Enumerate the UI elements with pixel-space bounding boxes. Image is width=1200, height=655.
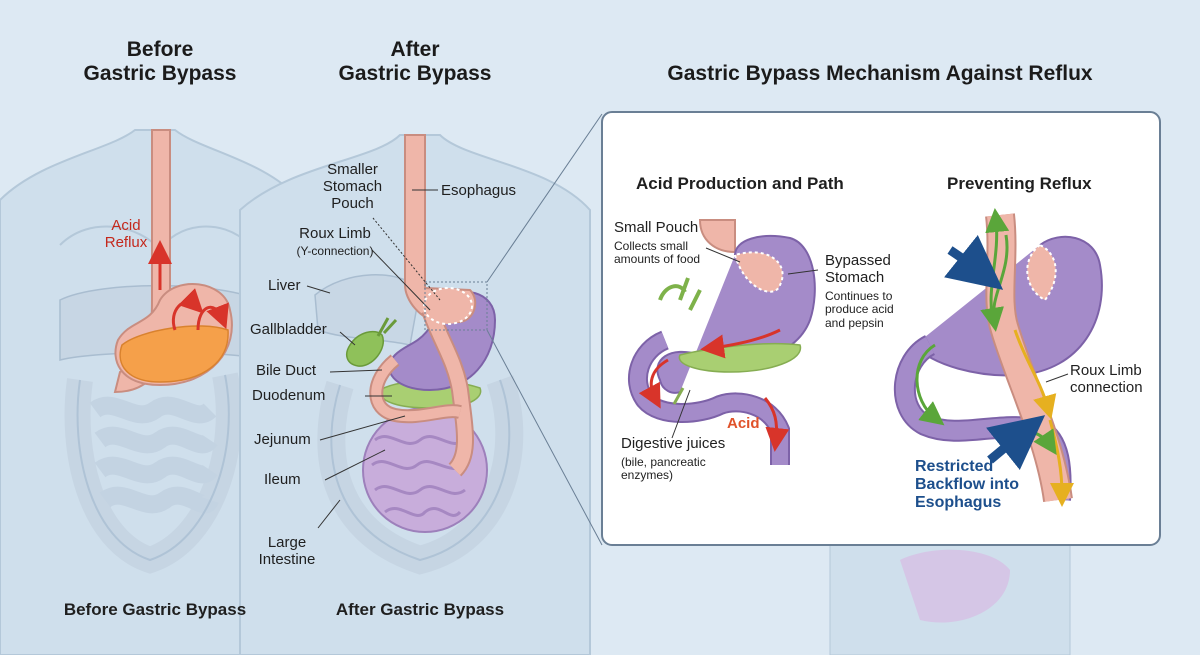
after-leader-lines: [306, 189, 441, 529]
liver-label: Liver: [268, 277, 301, 294]
roux-limb-label: Roux Limb: [299, 225, 371, 242]
digestive-juices-sub-label: (bile, pancreatic enzymes): [621, 455, 706, 483]
before-intestines: [64, 372, 242, 574]
bypassed-stomach-sub-label: Continues to produce acid and pepsin: [825, 289, 894, 330]
panel-right-illustration: [893, 208, 1103, 507]
restricted-backflow-label: Restricted Backflow into Esophagus: [915, 458, 1020, 511]
ileum-label: Ileum: [264, 471, 301, 488]
acid-reflux-label: Acid Reflux: [104, 217, 148, 251]
roux-limb-sub-label: (Y-connection): [296, 244, 374, 258]
after-large-intestine: [317, 375, 524, 575]
panel-left-illustration: [627, 219, 819, 465]
bypassed-stomach-label: Bypassed Stomach: [825, 252, 891, 286]
panel-right-title: Preventing Reflux: [947, 174, 1092, 193]
large-intestine-label: Large Intestine: [258, 534, 316, 568]
small-pouch-label: Small Pouch: [614, 219, 699, 236]
background-figure: [829, 539, 1071, 655]
bile-duct-label: Bile Duct: [256, 362, 317, 379]
small-pouch-sub-label: Collects small amounts of food: [614, 239, 701, 267]
after-caption: After Gastric Bypass: [335, 600, 505, 619]
after-gallbladder: [345, 317, 398, 367]
panel-left-title: Acid Production and Path: [636, 174, 844, 193]
digestive-juices-label: Digestive juices: [621, 435, 726, 452]
before-title: Before Gastric Bypass: [83, 38, 237, 85]
gallbladder-label: Gallbladder: [250, 321, 327, 338]
before-caption: Before Gastric Bypass: [63, 600, 247, 619]
mechanism-title: Gastric Bypass Mechanism Against Reflux: [667, 62, 1093, 85]
roux-limb-connection-label: Roux Limb connection: [1070, 362, 1143, 396]
before-stomach: [114, 240, 233, 387]
after-esophagus-and-roux-limb: [369, 134, 477, 477]
jejunum-label: Jejunum: [254, 431, 311, 448]
acid-label: Acid: [727, 415, 760, 432]
esophagus-label: Esophagus: [441, 182, 517, 199]
duodenum-label: Duodenum: [252, 387, 326, 404]
zoom-connectors: [424, 113, 603, 546]
after-title: After Gastric Bypass: [338, 38, 492, 85]
pouch-label: Smaller Stomach Pouch: [322, 161, 383, 212]
